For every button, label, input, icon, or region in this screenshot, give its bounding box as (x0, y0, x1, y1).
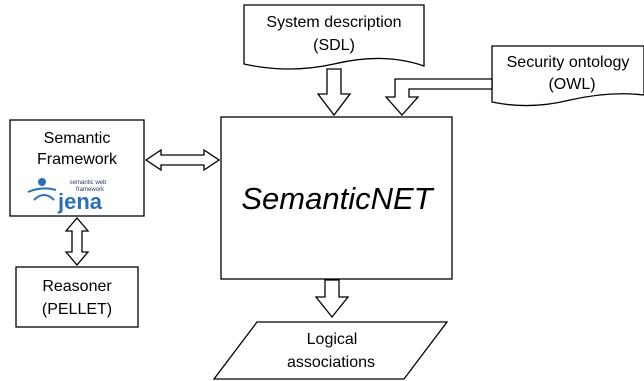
jena-logo: semantic web framework jena (27, 178, 107, 214)
logical-associations-parallelogram (212, 321, 449, 380)
arrow-system-description-to-semanticnet (316, 68, 352, 117)
system-description-label: System description (266, 14, 401, 31)
system-description-document-shape (243, 4, 425, 70)
security-ontology-subtitle: (OWL) (548, 76, 595, 93)
system-description-subtitle: (SDL) (313, 37, 355, 54)
jena-logo-swoosh (27, 187, 57, 201)
logical-associations-subtitle: associations (287, 354, 375, 371)
security-ontology-label: Security ontology (507, 54, 630, 71)
jena-logo-atom-icon (38, 178, 46, 186)
arrow-semantic-framework-reasoner (64, 216, 90, 267)
arrow-security-ontology-to-semanticnet (384, 78, 493, 116)
semanticnet-label: SemanticNET (241, 181, 434, 216)
arrow-semantic-framework-semanticnet (144, 148, 221, 172)
reasoner-label: Reasoner (42, 278, 112, 295)
security-ontology-document-shape (491, 45, 644, 107)
semanticnet-box (220, 116, 453, 280)
jena-logo-wordmark: jena (57, 189, 103, 214)
reasoner-box (15, 266, 139, 328)
security-ontology-node: Security ontology (OWL) (491, 45, 644, 107)
semantic-framework-subtitle: Framework (37, 151, 118, 168)
logical-associations-node: Logical associations (212, 321, 449, 380)
logical-associations-label: Logical (307, 331, 358, 348)
reasoner-subtitle: (PELLET) (42, 301, 112, 318)
semantic-framework-label: Semantic (44, 130, 111, 147)
jena-logo-tagline-2: framework (76, 187, 105, 193)
system-description-node: System description (SDL) (243, 4, 425, 70)
reasoner-node: Reasoner (PELLET) (15, 266, 139, 328)
arrow-semanticnet-to-logical-associations (314, 279, 350, 319)
semanticnet-node: SemanticNET (220, 116, 453, 280)
semantic-framework-node: Semantic Framework semantic web framewor… (9, 119, 145, 217)
arrows (64, 68, 493, 319)
semantic-framework-box (9, 119, 145, 217)
jena-logo-tagline: semantic web (70, 180, 107, 186)
